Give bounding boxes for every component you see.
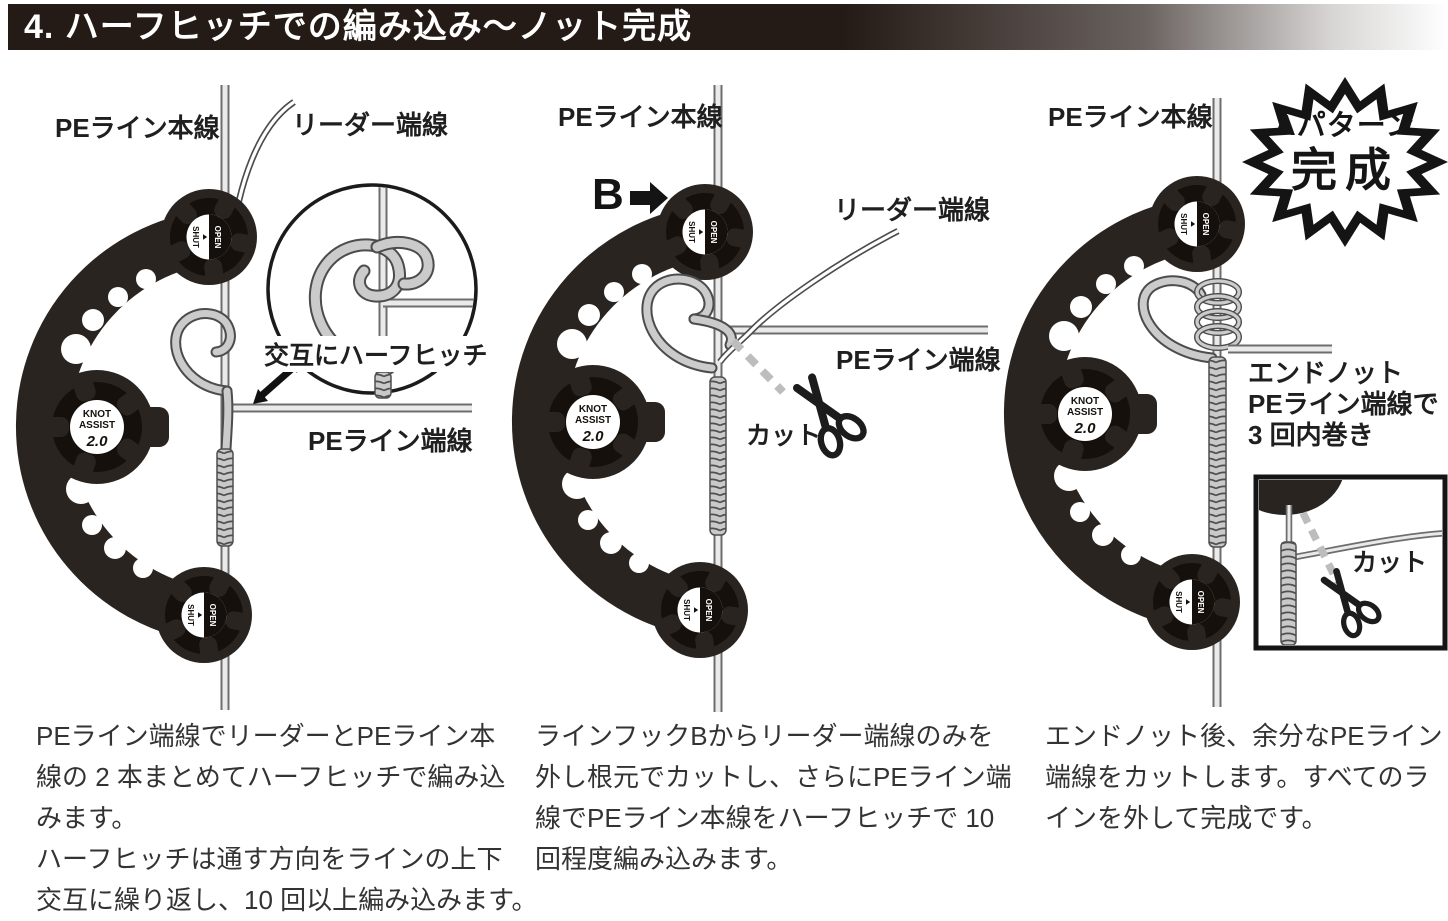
pattern-a-complete-badge [1242,77,1448,247]
inset-detail-box [1253,474,1448,651]
panel2-pe-main-label: PEライン本線 [558,102,723,132]
cut-dashed-line [730,338,786,395]
cut-dashed-line [1299,511,1342,585]
pattern-a-complete-text: Aパターン 完成 [1247,110,1443,196]
panel1-pe-end-label: PEライン端線 [308,426,473,456]
instruction-sheet: { "header": { "title": "4. ハーフヒッチでの編み込み〜… [4,4,1448,915]
panel1-leader-end-label: リーダー端線 [292,110,449,140]
page-title: 4. ハーフヒッチでの編み込み〜ノット完成 [24,8,693,46]
arrow-b-icon [630,182,668,214]
panel3-caption: エンドノット後、余分なPEライン 端線をカットします。すべてのラ インを外して完… [1045,721,1443,833]
half-hitch-braid [216,448,234,547]
panel2-caption: ラインフックBからリーダー端線のみを 外し根元でカットし、さらにPEライン端 線… [535,721,1012,874]
panel3-cut-label: カット [1352,549,1428,577]
panel2-leader-end-label: リーダー端線 [834,195,991,225]
badge-line1: Aパターン [1274,110,1416,142]
panel2-diagram [527,85,988,712]
half-hitch-braid [1208,356,1227,548]
panel2-pe-end-label: PEライン端線 [836,345,1001,375]
half-hitch-braid [709,376,727,536]
panel1-pe-main-label: PEライン本線 [55,113,220,143]
panel2-cut-label: カット [746,422,822,450]
panel3-end-knot-label: エンドノット PEライン端線で 3 回内巻き [1248,358,1439,450]
half-hitch-braid-small [374,371,392,399]
panel1-alternate-half-hitch-label: 交互にハーフヒッチ [262,336,490,372]
panel3-pe-main-label: PEライン本線 [1048,102,1213,132]
panel1-diagram [31,85,478,710]
panel1-caption: PEライン端線でリーダーとPEライン本 線の 2 本まとめてハーフヒッチで編み込… [36,721,538,915]
panel3-diagram [1019,77,1448,707]
panel2-hook-b-label: B [592,170,624,219]
end-knot-coil [1194,278,1242,351]
badge-line2: 完成 [1291,144,1399,196]
title-bar: 4. ハーフヒッチでの編み込み〜ノット完成 [8,4,1448,50]
